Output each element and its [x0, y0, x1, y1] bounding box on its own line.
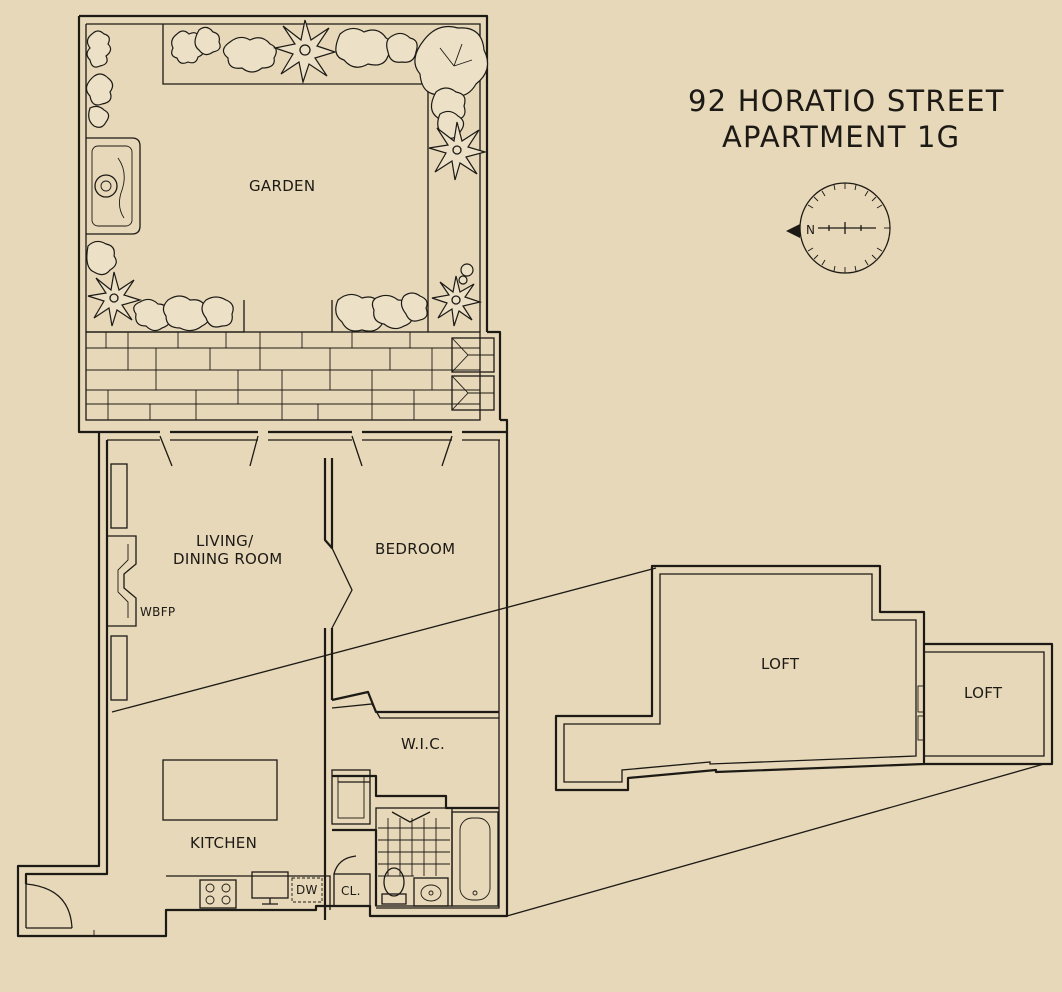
compass-north-letter: N: [806, 223, 815, 237]
loft-main-label: LOFT: [761, 655, 800, 673]
wic-label: W.I.C.: [401, 735, 445, 753]
wood-burning-fireplace: [107, 535, 137, 627]
living-room-label-line2: DINING ROOM: [173, 550, 283, 568]
bathroom: [375, 807, 499, 907]
living-room-label-line1: LIVING/: [196, 532, 254, 550]
garden-label: GARDEN: [249, 177, 315, 195]
patio-pavers: [85, 330, 502, 421]
loft-side-label: LOFT: [964, 684, 1003, 702]
kitchen-island: [162, 759, 278, 821]
wbfp-label: WBFP: [140, 605, 175, 619]
stove: [199, 879, 237, 909]
plan-title-address: 92 HORATIO STREET: [688, 84, 1005, 118]
kitchen-label: KITCHEN: [190, 834, 257, 852]
garden-doors: [159, 435, 453, 467]
closet-label: CL.: [341, 884, 361, 898]
dishwasher: [291, 877, 323, 903]
compass-icon: N: [786, 182, 891, 274]
garden-plantings: [85, 19, 489, 332]
garden-area: GARDEN: [77, 14, 489, 420]
bedroom-label: BEDROOM: [375, 540, 455, 558]
dishwasher-label: DW: [296, 883, 318, 897]
garden-fountain: [86, 137, 141, 235]
apartment-walls: [16, 418, 1045, 938]
loft-outline: [554, 564, 1054, 792]
plan-title-apartment: APARTMENT 1G: [722, 120, 960, 154]
